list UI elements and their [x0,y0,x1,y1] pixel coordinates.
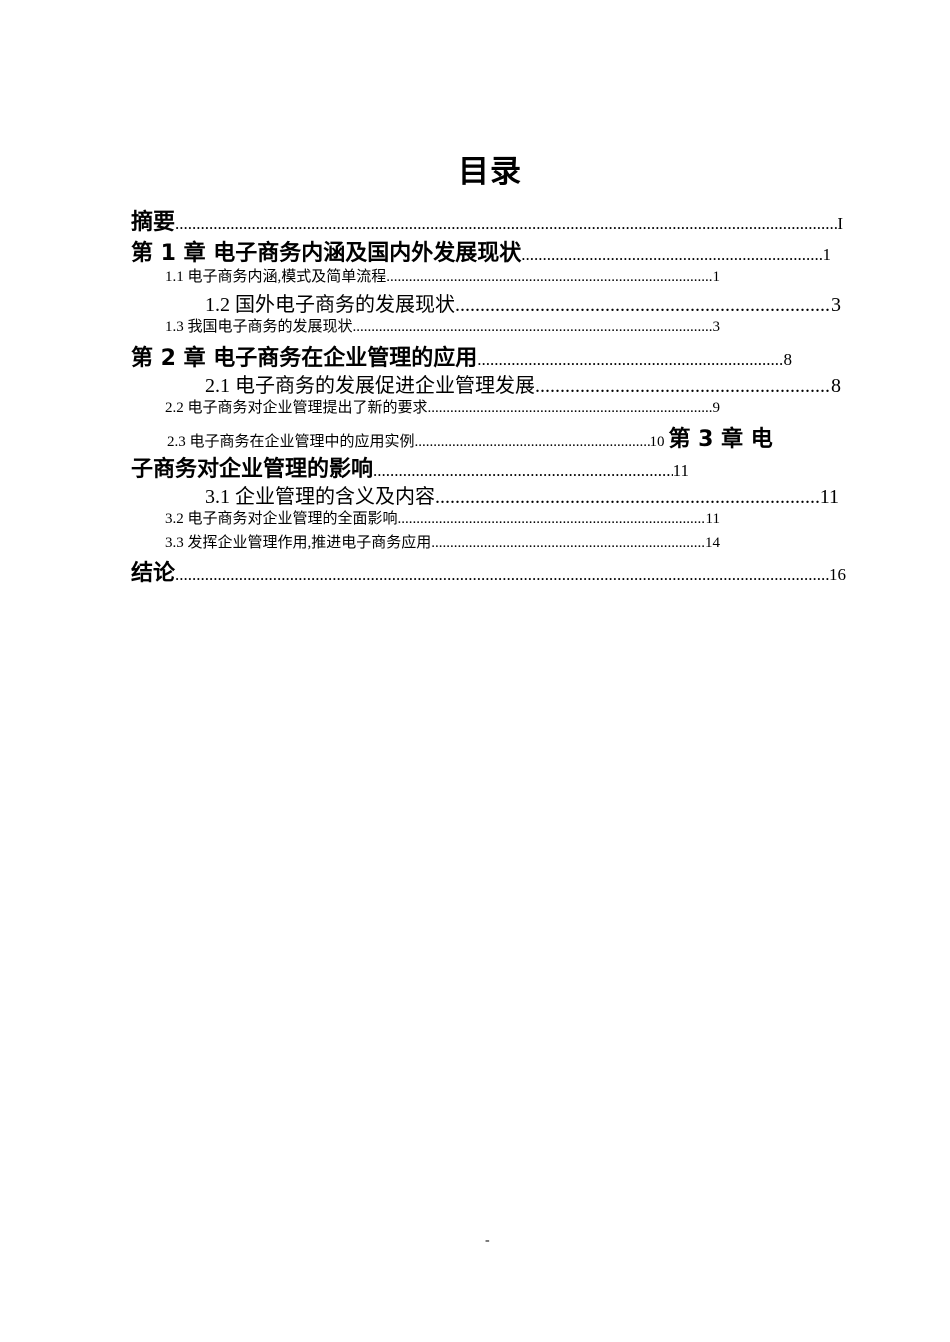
toc-entry-2-3[interactable]: 2.3 电子商务在企业管理中的应用实例 10 第 3 章 电 [167,421,847,453]
toc-entry-3-1[interactable]: 3.1 企业管理的含义及内容 11 [205,480,839,509]
toc-leader-dots [175,565,829,585]
toc-entry-label: 2.3 电子商务在企业管理中的应用实例 [167,434,415,450]
toc-entry-conclusion[interactable]: 结论 16 [131,555,846,587]
toc-leader-dots [535,375,831,398]
toc-entry-3-2[interactable]: 3.2 电子商务对企业管理的全面影响 11 [165,507,720,528]
toc-entry-label: 摘要 [131,210,176,235]
toc-entry-page: 1 [822,245,832,264]
toc-entry-1-1[interactable]: 1.1 电子商务内涵,模式及简单流程 1 [165,265,720,286]
toc-leader-dots [428,400,713,417]
toc-leader-dots [353,319,713,336]
toc-entry-chapter-2[interactable]: 第 2 章 电子商务在企业管理的应用 8 [131,340,792,372]
toc-title: 目录 [458,154,522,190]
toc-entry-label: 结论 [131,561,176,586]
toc-entry-page: 8 [783,350,793,369]
toc-entry-page: 16 [829,565,846,584]
page-footer: - [485,1233,490,1248]
toc-entry-page: 11 [672,461,689,480]
toc-entry-label: 3.1 企业管理的含义及内容 [205,486,435,508]
toc-leader-dots [386,269,712,286]
toc-leader-dots [415,434,650,451]
toc-entry-page: 8 [831,375,841,397]
toc-entry-page: 9 [712,400,721,416]
toc-entry-label: 1.3 我国电子商务的发展现状 [165,319,353,335]
toc-entry-label: 3.3 发挥企业管理作用,推进电子商务应用 [165,535,432,551]
toc-entry-page: 14 [705,535,720,551]
toc-entry-2-1[interactable]: 2.1 电子商务的发展促进企业管理发展 8 [205,369,841,398]
toc-entry-2-2[interactable]: 2.2 电子商务对企业管理提出了新的要求 9 [165,396,720,417]
toc-entry-page: 3 [831,294,841,316]
toc-entry-1-3[interactable]: 1.3 我国电子商务的发展现状 3 [165,315,720,336]
toc-leader-dots [373,461,673,481]
toc-entry-3-3[interactable]: 3.3 发挥企业管理作用,推进电子商务应用 14 [165,531,720,552]
toc-entry-label: 第 2 章 电子商务在企业管理的应用 [131,346,478,371]
toc-entry-label: 1.1 电子商务内涵,模式及简单流程 [165,269,387,285]
toc-entry-page: 1 [712,269,721,285]
toc-entry-page: 11 [705,511,720,527]
toc-leader-dots [175,214,837,234]
toc-entry-label: 3.2 电子商务对企业管理的全面影响 [165,511,398,527]
toc-entry-label: 2.2 电子商务对企业管理提出了新的要求 [165,400,428,416]
toc-entry-page: 3 [712,319,721,335]
toc-entry-label: 第 1 章 电子商务内涵及国内外发展现状 [131,241,522,266]
toc-entry-chapter-1[interactable]: 第 1 章 电子商务内涵及国内外发展现状 1 [131,235,831,267]
toc-entry-label: 1.2 国外电子商务的发展现状 [205,294,455,316]
toc-leader-dots [521,245,822,265]
toc-entry-1-2[interactable]: 1.2 国外电子商务的发展现状 3 [205,288,841,317]
toc-entry-page: 11 [819,486,839,508]
toc-entry-chapter-3-label-part1[interactable]: 第 3 章 电 [668,427,773,452]
toc-entry-page: 10 [649,434,665,450]
toc-entry-label: 子商务对企业管理的影响 [131,457,374,482]
toc-leader-dots [398,511,706,528]
toc-leader-dots [455,294,831,317]
toc-entry-page: I [837,214,843,233]
toc-leader-dots [435,486,820,509]
toc-entry-abstract[interactable]: 摘要 I [131,204,843,236]
toc-leader-dots [477,350,783,370]
toc-entry-label: 2.1 电子商务的发展促进企业管理发展 [205,375,535,397]
toc-entry-chapter-3[interactable]: 子商务对企业管理的影响 11 [131,451,689,483]
toc-leader-dots [431,535,705,552]
